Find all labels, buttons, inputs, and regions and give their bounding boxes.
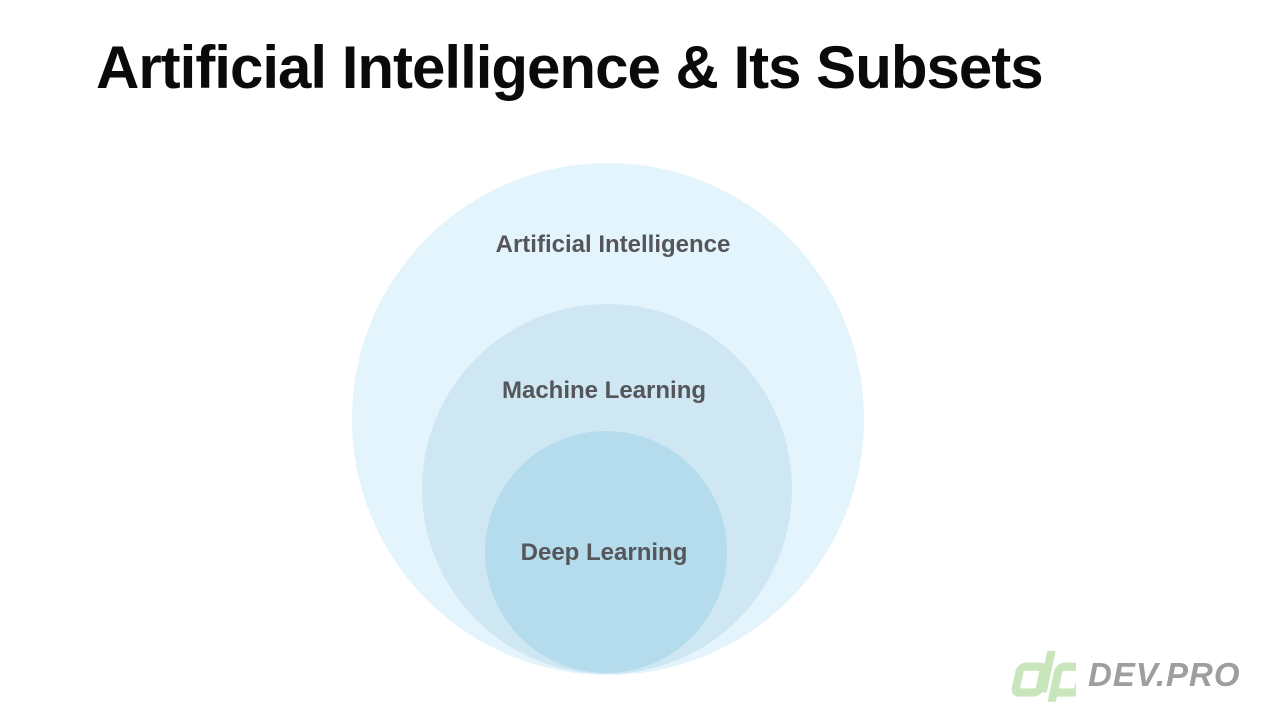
circle-deep-learning [485, 431, 727, 673]
slide-title: Artificial Intelligence & Its Subsets [96, 34, 1044, 101]
devpro-brand-logo: DEV.PRO [1006, 646, 1241, 704]
dp-logo-icon [1006, 646, 1076, 704]
label-machine-learning: Machine Learning [501, 377, 707, 404]
label-artificial-intelligence: Artificial Intelligence [495, 231, 731, 258]
brand-wordmark: DEV.PRO [1088, 656, 1241, 693]
label-deep-learning: Deep Learning [520, 539, 688, 566]
